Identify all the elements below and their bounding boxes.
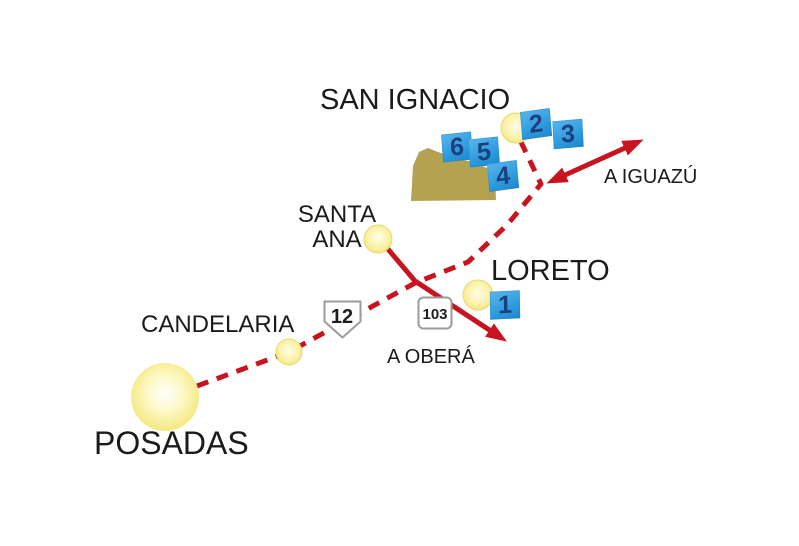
town-label-posadas: POSADAS xyxy=(94,425,249,461)
poi-marker-2[interactable]: 2 xyxy=(519,107,553,141)
san-ignacio-ruins-shape xyxy=(411,148,496,201)
town-label-santa-ana: SANTA ANA xyxy=(297,201,377,254)
route-shield-103-shape xyxy=(417,296,453,330)
route-103-obera-road xyxy=(385,246,508,342)
poi-marker-1[interactable]: 1 xyxy=(489,290,521,320)
town-label-san-ignacio: SAN IGNACIO xyxy=(320,84,511,116)
poi-marker-4[interactable]: 4 xyxy=(486,159,520,193)
town-dot-santa-ana xyxy=(363,224,393,254)
route-12-dashed-road xyxy=(196,138,544,389)
town-dot-candelaria xyxy=(275,338,303,366)
town-label-candelaria: CANDELARIA xyxy=(141,311,295,338)
iguazu-direction-arrow xyxy=(546,139,644,184)
poi-marker-3[interactable]: 3 xyxy=(552,118,584,150)
route-shield-12: 12 xyxy=(323,300,362,339)
route-shield-103: 103 xyxy=(417,296,453,330)
direction-label-obera: A OBERÁ xyxy=(387,346,475,368)
town-label-loreto: LORETO xyxy=(491,255,610,287)
town-dot-loreto xyxy=(462,279,494,311)
route-shield-12-number: 12 xyxy=(331,306,353,328)
route-shield-12-shape xyxy=(323,300,362,339)
direction-label-iguazu: A IGUAZÚ xyxy=(604,166,698,188)
town-dot-posadas xyxy=(131,363,199,431)
route-shield-103-number: 103 xyxy=(422,306,447,323)
